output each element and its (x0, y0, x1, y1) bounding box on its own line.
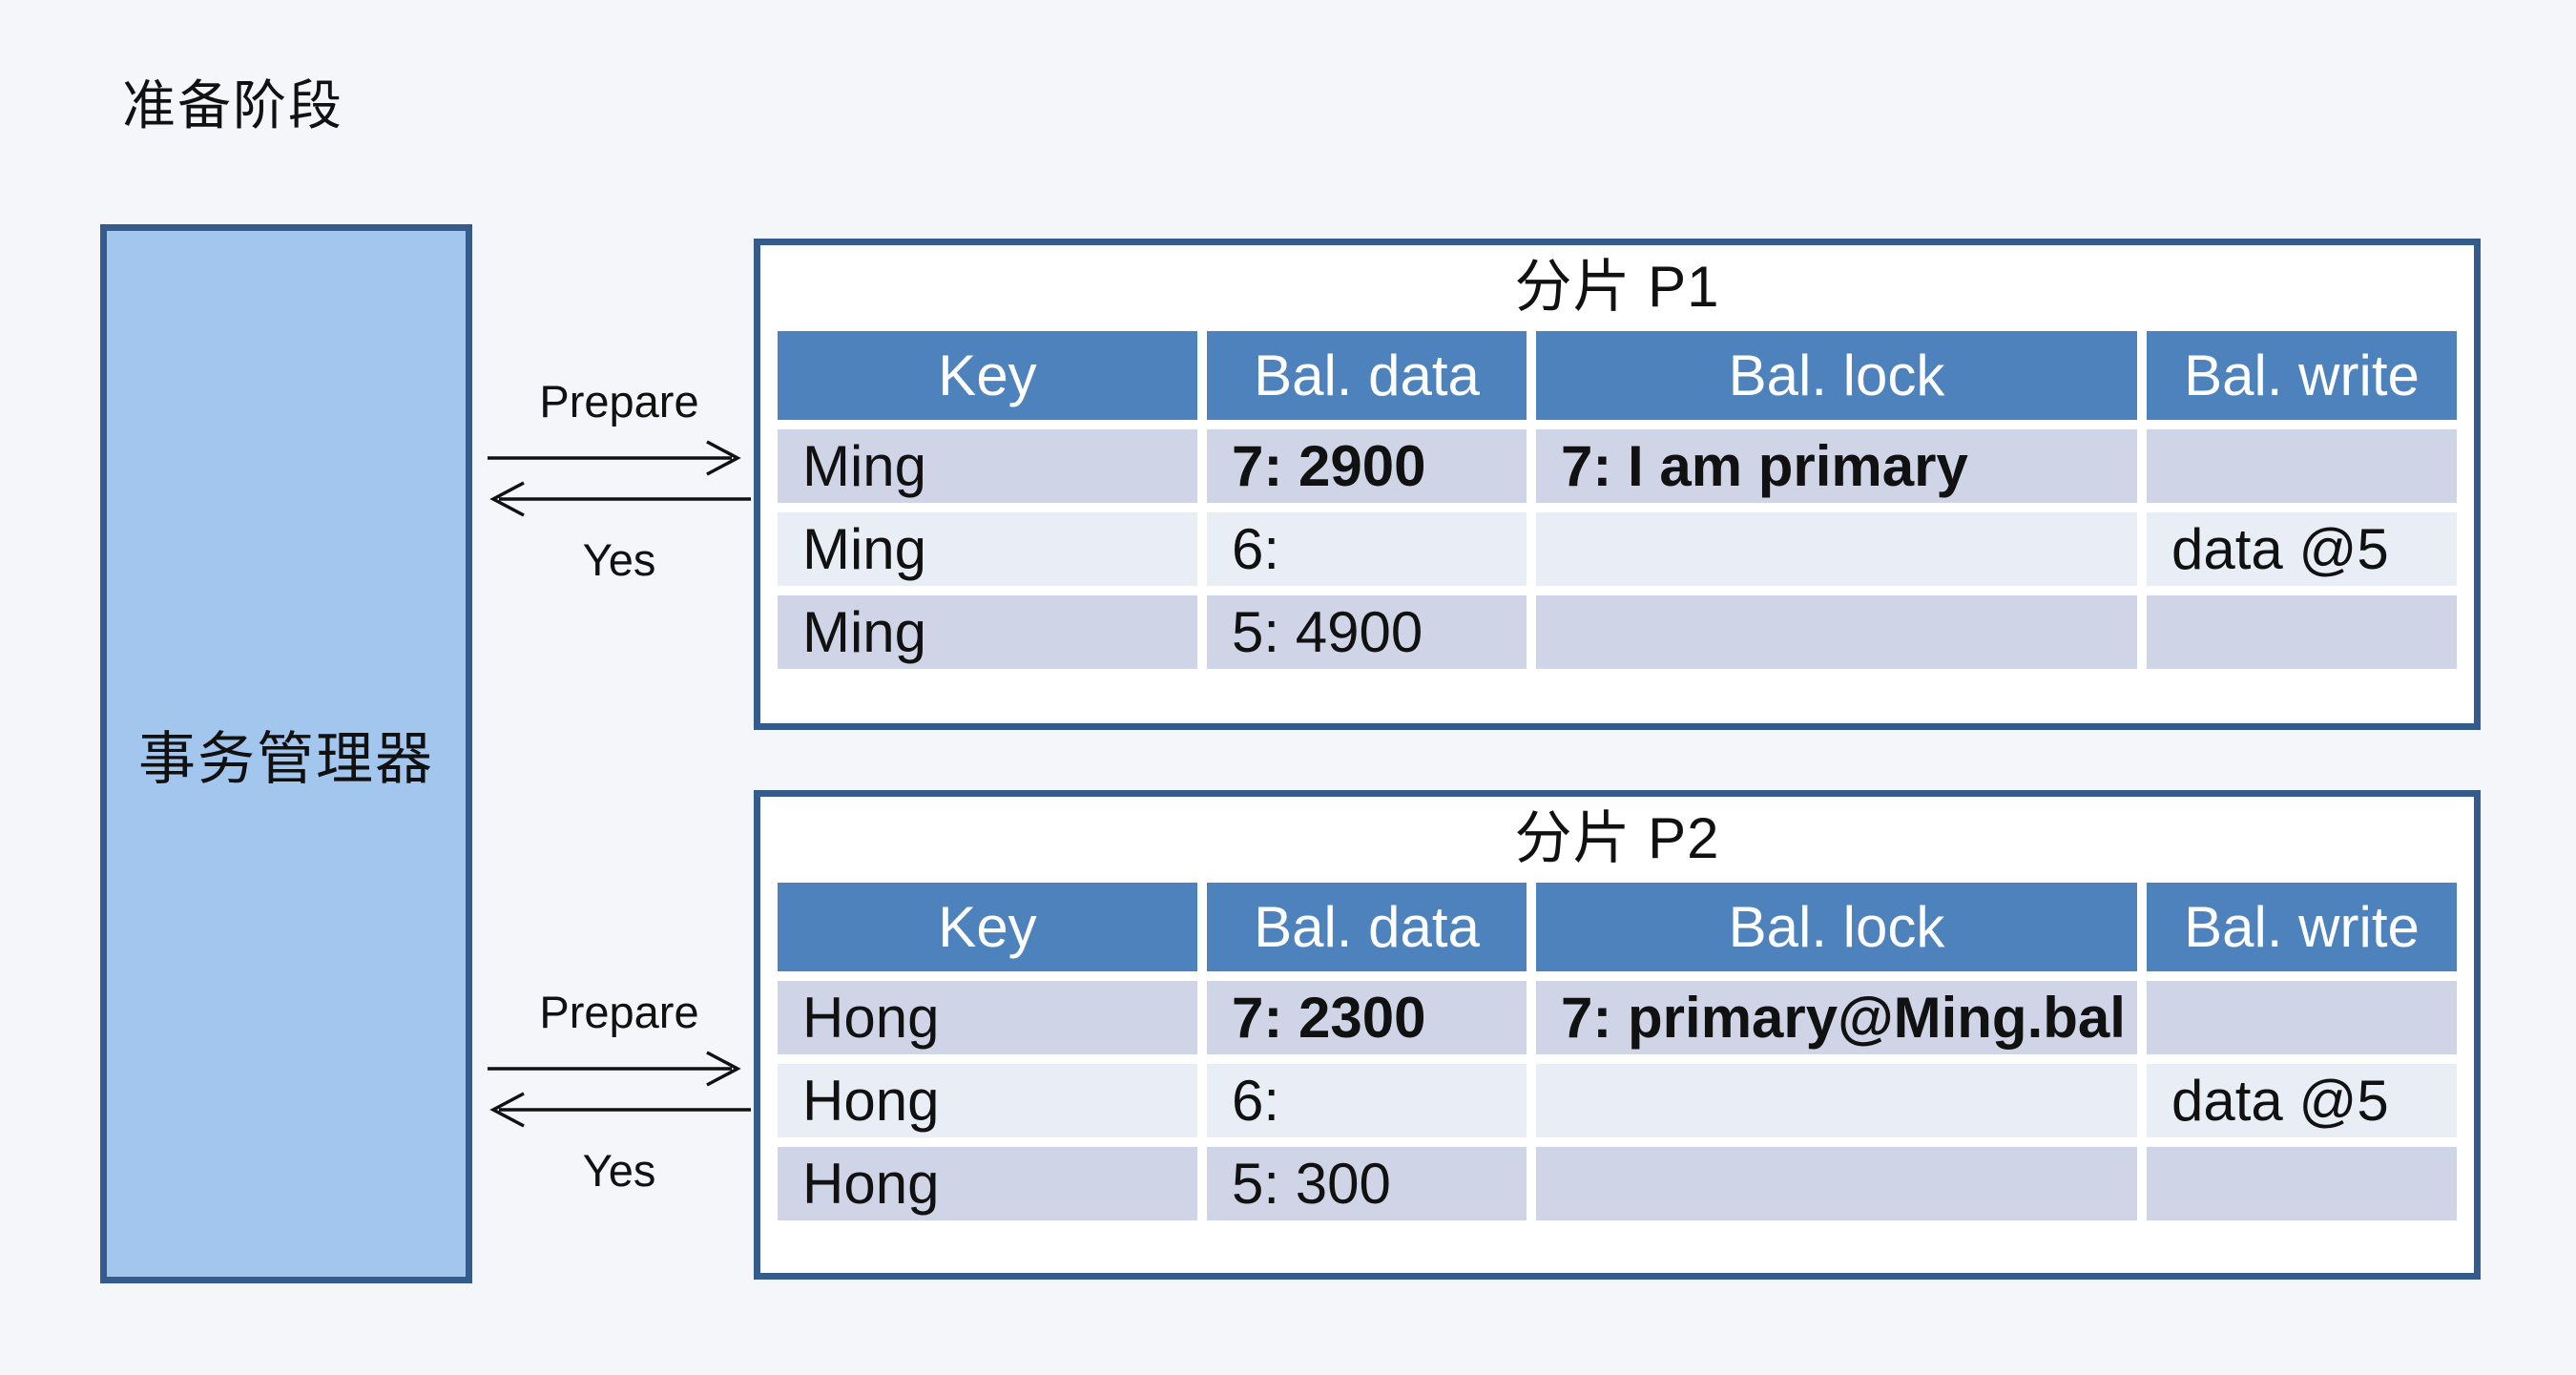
request-label: Prepare (539, 376, 699, 427)
column-header: Bal. write (2147, 883, 2457, 971)
arrow-right-icon (488, 440, 741, 476)
table-cell: 7: I am primary (1536, 429, 2137, 503)
table-cell: Hong (778, 1064, 1197, 1137)
column-header: Bal. data (1207, 331, 1527, 420)
table-cell: 6: (1207, 512, 1527, 586)
table-cell: Ming (778, 429, 1197, 503)
arrows-graphic (488, 440, 751, 517)
column-header: Bal. write (2147, 331, 2457, 420)
table-cell: Hong (778, 981, 1197, 1054)
table-cell: 7: 2300 (1207, 981, 1527, 1054)
transaction-manager-label: 事务管理器 (138, 726, 434, 791)
column-header: Key (778, 331, 1197, 420)
table-cell: data @5 (2147, 1064, 2457, 1137)
table-cell (2147, 981, 2457, 1054)
arrow-left-icon (489, 481, 751, 517)
table-cell: Hong (778, 1147, 1197, 1220)
table-cell: 5: 4900 (1207, 595, 1527, 669)
shard-title: 分片 P1 (1514, 255, 1720, 319)
message-flow-group: Prepare Yes (482, 374, 757, 588)
column-header: Bal. lock (1536, 331, 2137, 420)
table-cell: Ming (778, 595, 1197, 669)
table-cell (1536, 595, 2137, 669)
response-label: Yes (582, 1145, 656, 1196)
table-cell (1536, 1064, 2137, 1137)
table-cell: 6: (1207, 1064, 1527, 1137)
page-title: 准备阶段 (122, 75, 343, 135)
arrow-right-icon (488, 1051, 741, 1087)
arrow-left-icon (489, 1092, 751, 1128)
response-label: Yes (582, 534, 656, 585)
table-cell: 7: 2900 (1207, 429, 1527, 503)
table-cell (2147, 429, 2457, 503)
table-cell: Ming (778, 512, 1197, 586)
message-flow-group: Prepare Yes (482, 985, 757, 1198)
table-cell (2147, 1147, 2457, 1220)
column-header: Key (778, 883, 1197, 971)
table-cell: 7: primary@Ming.bal (1536, 981, 2137, 1054)
table-cell (1536, 512, 2137, 586)
table-cell (1536, 1147, 2137, 1220)
table-cell: data @5 (2147, 512, 2457, 586)
transaction-manager-box: 事务管理器 (100, 224, 472, 1283)
column-header: Bal. data (1207, 883, 1527, 971)
column-header: Bal. lock (1536, 883, 2137, 971)
request-label: Prepare (539, 987, 699, 1037)
shard-title: 分片 P2 (1514, 806, 1720, 870)
table-cell (2147, 595, 2457, 669)
arrows-graphic (488, 1051, 751, 1128)
table-cell: 5: 300 (1207, 1147, 1527, 1220)
